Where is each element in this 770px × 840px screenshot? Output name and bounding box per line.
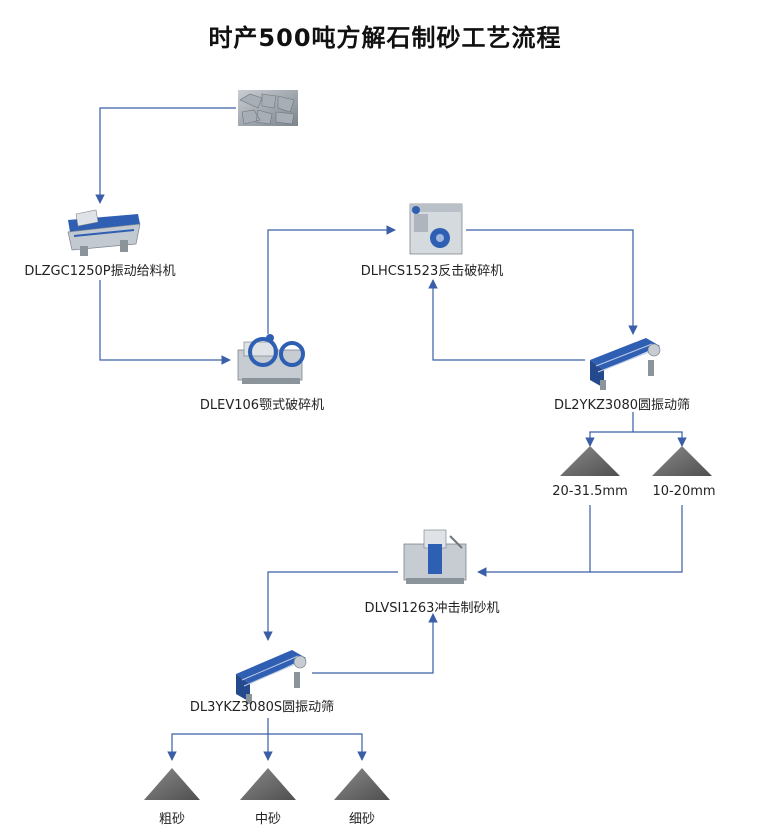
connector-screen2-fine — [268, 733, 367, 761]
jaw-crusher-label: DLEV106颚式破碎机 — [199, 398, 325, 413]
feeder-label: DLZGC1250P振动给料机 — [24, 264, 176, 279]
connector-feeder-to-jaw — [99, 280, 231, 365]
product-a-label: 20-31.5mm — [552, 484, 628, 499]
sand-cone-icon — [334, 768, 390, 800]
screen-2-label: DL3YKZ3080S圆振动筛 — [189, 700, 335, 715]
impact-crusher-label: DLHCS1523反击破碎机 — [360, 264, 504, 279]
product-b-label: 10-20mm — [652, 484, 716, 499]
sand-making-machine-icon — [403, 529, 467, 584]
connector-products-to-sandmaker — [477, 505, 591, 577]
connector-raw-to-feeder — [95, 107, 236, 204]
connector-screen2-return — [312, 613, 438, 674]
connector-sandmaker-to-screen2 — [263, 571, 398, 641]
connector-product-b-join — [590, 505, 683, 573]
page-title: 时产500吨方解石制砂工艺流程 — [208, 24, 562, 52]
connector-jaw-to-impact — [267, 225, 396, 334]
connector-screen1-split-b — [633, 431, 687, 447]
jaw-crusher-icon — [237, 334, 305, 384]
connector-screen1-split — [585, 412, 634, 447]
vibrating-screen-icon — [236, 650, 307, 704]
connector-impact-to-screen1 — [466, 229, 638, 335]
connector-screen1-return — [428, 279, 585, 361]
aggregate-cone-icon — [652, 446, 712, 476]
sand-maker-label: DLVSI1263冲击制砂机 — [364, 601, 500, 616]
impact-crusher-icon — [409, 203, 463, 255]
connector-screen2-split — [167, 718, 269, 761]
fine-sand-label: 细砂 — [348, 812, 376, 827]
aggregate-cone-icon — [560, 446, 620, 476]
medium-sand-label: 中砂 — [254, 812, 282, 827]
vibrating-feeder-icon — [67, 209, 141, 256]
screen-1-label: DL2YKZ3080圆振动筛 — [554, 398, 690, 413]
coarse-sand-label: 粗砂 — [158, 812, 186, 827]
sand-cone-icon — [240, 768, 296, 800]
raw-stone-pile-icon — [238, 90, 298, 126]
sand-cone-icon — [144, 768, 200, 800]
vibrating-screen-icon — [590, 338, 661, 390]
